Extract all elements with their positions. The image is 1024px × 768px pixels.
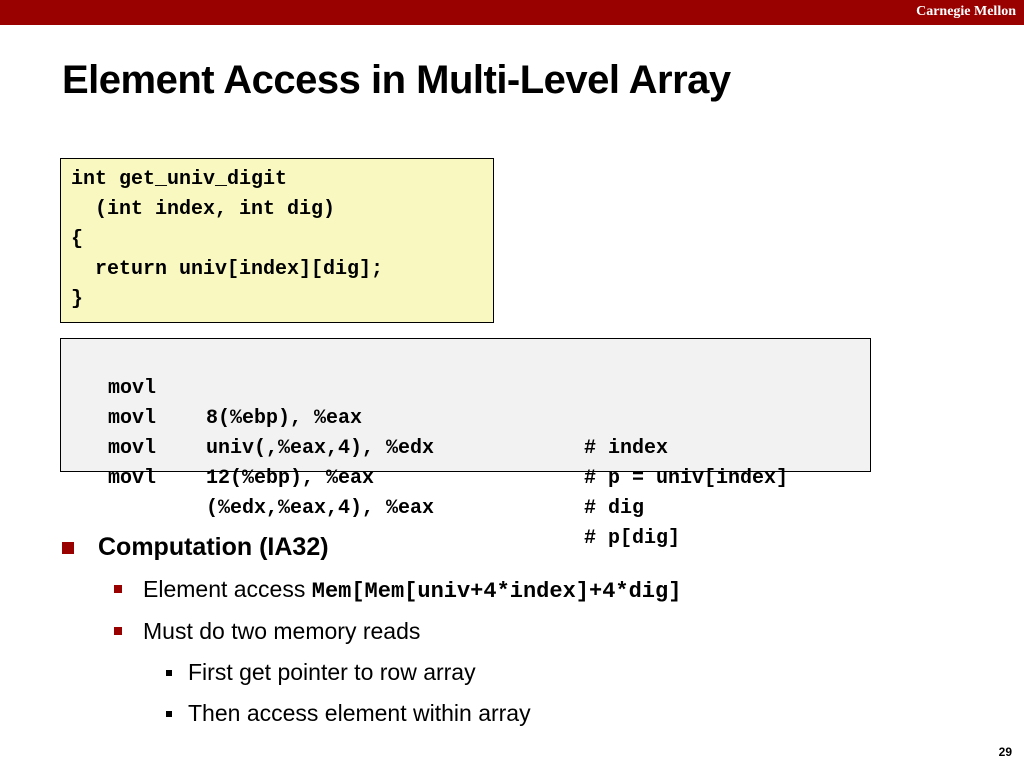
code-line: { [71, 228, 84, 251]
asm-line: movl univ(,%eax,4), %edx # p = univ[inde… [61, 374, 870, 490]
bullet-text: Element access [143, 576, 312, 602]
asm-op: movl [108, 377, 157, 400]
asm-args: 8(%ebp), %eax [206, 407, 363, 430]
bullet-level3: Then access element within array [188, 700, 531, 726]
asm-line: movl 8(%ebp), %eax # index [61, 344, 870, 460]
slide-title: Element Access in Multi-Level Array [62, 58, 731, 102]
code-line: return univ[index][dig]; [71, 258, 384, 281]
asm-code-box: movl 8(%ebp), %eax # index movl univ(,%e… [60, 338, 871, 550]
bullet-code: Mem[Mem[univ+4*index]+4*dig] [311, 579, 682, 604]
bullet-square-icon [62, 542, 74, 554]
c-code-box: int get_univ_digit (int index, int dig) … [60, 158, 494, 323]
bullet-square-icon [114, 627, 122, 635]
code-line: } [71, 288, 84, 311]
asm-op: movl [108, 467, 157, 490]
asm-args: 12(%ebp), %eax [206, 467, 375, 490]
bullet-square-icon [114, 585, 122, 593]
asm-args: univ(,%eax,4), %edx [206, 437, 435, 460]
page-number: 29 [998, 745, 1012, 759]
asm-line: movl 12(%ebp), %eax # dig [61, 404, 870, 520]
asm-op: movl [108, 407, 157, 430]
bullet-level2: Must do two memory reads [143, 618, 421, 644]
code-line: int get_univ_digit [71, 168, 288, 191]
code-line: (int index, int dig) [71, 198, 336, 221]
asm-comment: # index [584, 437, 669, 460]
bullet-level1: Computation (IA32) [98, 533, 329, 561]
asm-op: movl [108, 437, 157, 460]
asm-comment: # dig [584, 497, 645, 520]
bullet-level2: Element access Mem[Mem[univ+4*index]+4*d… [143, 576, 681, 604]
asm-args: (%edx,%eax,4), %eax [206, 497, 435, 520]
asm-line: movl (%edx,%eax,4), %eax # p[dig] [61, 434, 870, 550]
bullet-square-icon [166, 711, 172, 717]
asm-comment: # p[dig] [584, 527, 681, 550]
asm-comment: # p = univ[index] [584, 467, 789, 490]
header-bar: Carnegie Mellon [0, 0, 1024, 25]
bullet-square-icon [166, 670, 172, 676]
bullet-level3: First get pointer to row array [188, 659, 476, 685]
brand-label: Carnegie Mellon [916, 4, 1016, 19]
